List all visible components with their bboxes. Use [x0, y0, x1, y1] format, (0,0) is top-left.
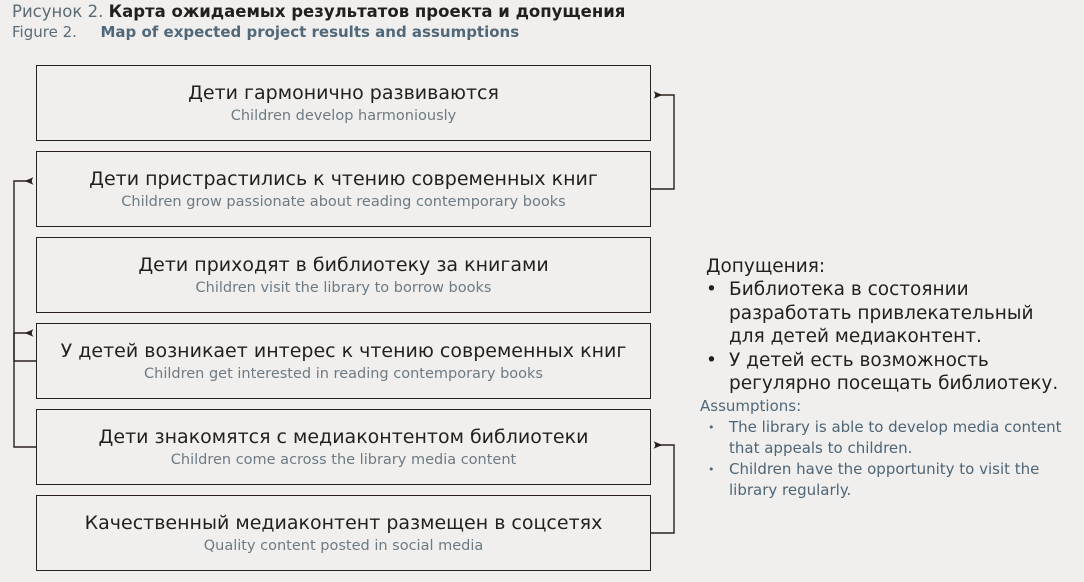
- assumption-item-ru-1-line-3: для детей медиаконтент.: [729, 326, 982, 347]
- result-box-1-title-en: Children develop harmoniously: [230, 107, 457, 124]
- result-box-3-title-en: Children visit the library to borrow boo…: [195, 279, 492, 296]
- figure-label-ru: Рисунок 2.: [12, 2, 104, 21]
- caption-line-english: Figure 2. Map of expected project result…: [12, 22, 732, 42]
- result-box-4-title-en: Children get interested in reading conte…: [144, 365, 543, 382]
- arrow-box6-to-box5: [651, 441, 675, 534]
- assumption-item-en-1-line-2: that appeals to children.: [729, 438, 913, 457]
- result-box-3[interactable]: Дети приходят в библиотеку за книгами Ch…: [36, 237, 651, 313]
- assumption-item-en-1: • The library is able to develop media c…: [698, 417, 1078, 459]
- assumption-item-en-2-line-1: Children have the opportunity to visit t…: [729, 459, 1040, 478]
- assumption-item-ru-1: • Библиотека в состоянии разработать при…: [698, 278, 1078, 349]
- arrow-box5-to-box4: [13, 329, 36, 448]
- caption-line-russian: Рисунок 2. Карта ожидаемых результатов п…: [12, 2, 732, 22]
- result-box-6[interactable]: Качественный медиаконтент размещен в соц…: [36, 495, 651, 571]
- result-box-5[interactable]: Дети знакомятся с медиаконтентом библиот…: [36, 409, 651, 485]
- assumptions-heading-ru: Допущения:: [706, 256, 826, 277]
- assumption-item-en-2-line-2: library regularly.: [729, 480, 852, 499]
- results-map-diagram: Дети гармонично развиваются Children dev…: [0, 55, 1084, 582]
- assumptions-list-en: • The library is able to develop media c…: [698, 417, 1078, 501]
- result-box-1[interactable]: Дети гармонично развиваются Children dev…: [36, 65, 651, 141]
- assumption-item-ru-1-line-1: Библиотека в состоянии: [729, 279, 969, 300]
- bullet-icon: •: [706, 279, 717, 300]
- figure-title-ru: Карта ожидаемых результатов проекта и до…: [108, 2, 626, 21]
- result-box-2-title-ru: Дети пристрастились к чтению современных…: [89, 167, 598, 190]
- bullet-icon: •: [708, 462, 715, 476]
- bullet-icon: •: [706, 349, 717, 371]
- result-box-3-title-ru: Дети приходят в библиотеку за книгами: [138, 253, 549, 276]
- result-box-6-title-ru: Качественный медиаконтент размещен в соц…: [84, 511, 603, 534]
- assumptions-heading-en: Assumptions:: [700, 396, 802, 415]
- assumptions-list-ru: • Библиотека в состоянии разработать при…: [698, 278, 1078, 396]
- arrow-box2-to-box1: [651, 91, 675, 190]
- assumption-item-ru-2: • У детей есть возможность регулярно пос…: [698, 349, 1078, 396]
- assumption-item-ru-1-line-2: разработать привлекательный: [729, 302, 1034, 324]
- assumption-item-en-2: • Children have the opportunity to visit…: [698, 459, 1078, 501]
- result-box-5-title-ru: Дети знакомятся с медиаконтентом библиот…: [98, 425, 589, 448]
- result-box-4[interactable]: У детей возникает интерес к чтению совре…: [36, 323, 651, 399]
- bullet-icon: •: [708, 420, 715, 434]
- assumption-item-ru-2-line-2: регулярно посещать библиотеку.: [729, 373, 1059, 394]
- figure-label-en: Figure 2.: [12, 23, 77, 41]
- result-box-5-title-en: Children come across the library media c…: [170, 451, 517, 468]
- assumption-item-en-1-line-1: The library is able to develop media con…: [729, 417, 1062, 436]
- arrow-box3-to-box2: [13, 177, 36, 362]
- assumption-item-ru-2-line-1: У детей есть возможность: [729, 349, 989, 371]
- result-box-2-title-en: Children grow passionate about reading c…: [121, 193, 566, 210]
- result-box-1-title-ru: Дети гармонично развиваются: [188, 81, 499, 104]
- result-box-6-title-en: Quality content posted in social media: [203, 537, 484, 554]
- result-box-4-title-ru: У детей возникает интерес к чтению совре…: [60, 339, 627, 362]
- figure-caption: Рисунок 2. Карта ожидаемых результатов п…: [12, 2, 732, 42]
- result-box-2[interactable]: Дети пристрастились к чтению современных…: [36, 151, 651, 227]
- assumptions-panel: Допущения: • Библиотека в состоянии разр…: [698, 255, 1078, 501]
- figure-title-en: Map of expected project results and assu…: [100, 23, 520, 41]
